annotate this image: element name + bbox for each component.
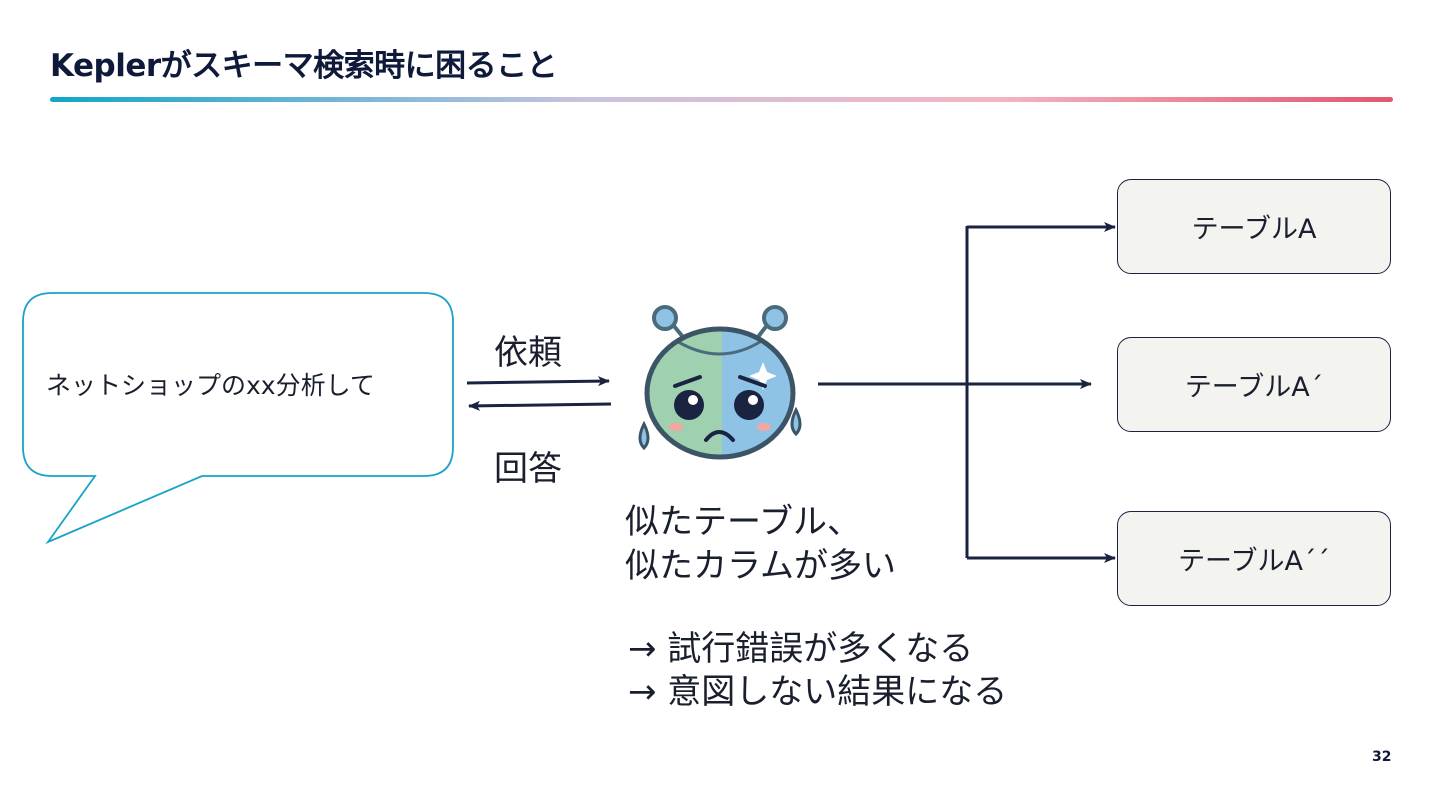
agent-description: 似たテーブル、 似たカラムが多い [625, 500, 896, 588]
page-number: 32 [1372, 749, 1392, 765]
agent-description-line: 似たカラムが多い [625, 546, 896, 586]
speech-bubble [22, 292, 454, 545]
slide-title: Keplerがスキーマ検索時に困ること [50, 48, 558, 84]
worried-robot-icon [638, 305, 802, 460]
table-box-a-prime: テーブルA´ [1117, 337, 1391, 432]
answer-arrow [468, 400, 612, 411]
consequence-item: → 意図しない結果になる [628, 672, 1008, 712]
agent-description-line: 似たテーブル、 [625, 502, 861, 542]
consequence-list: → 試行錯誤が多くなる → 意図しない結果になる [628, 628, 1007, 714]
answer-label: 回答 [494, 449, 562, 489]
table-box-a-double-prime: テーブルA´´ [1117, 511, 1391, 606]
consequence-item: → 試行錯誤が多くなる [628, 629, 974, 669]
user-request-text: ネットショップのxx分析して [46, 371, 375, 400]
request-label: 依頼 [494, 333, 562, 373]
request-arrow [466, 376, 610, 387]
title-underline [50, 97, 1393, 102]
table-box-a: テーブルA [1117, 179, 1391, 274]
